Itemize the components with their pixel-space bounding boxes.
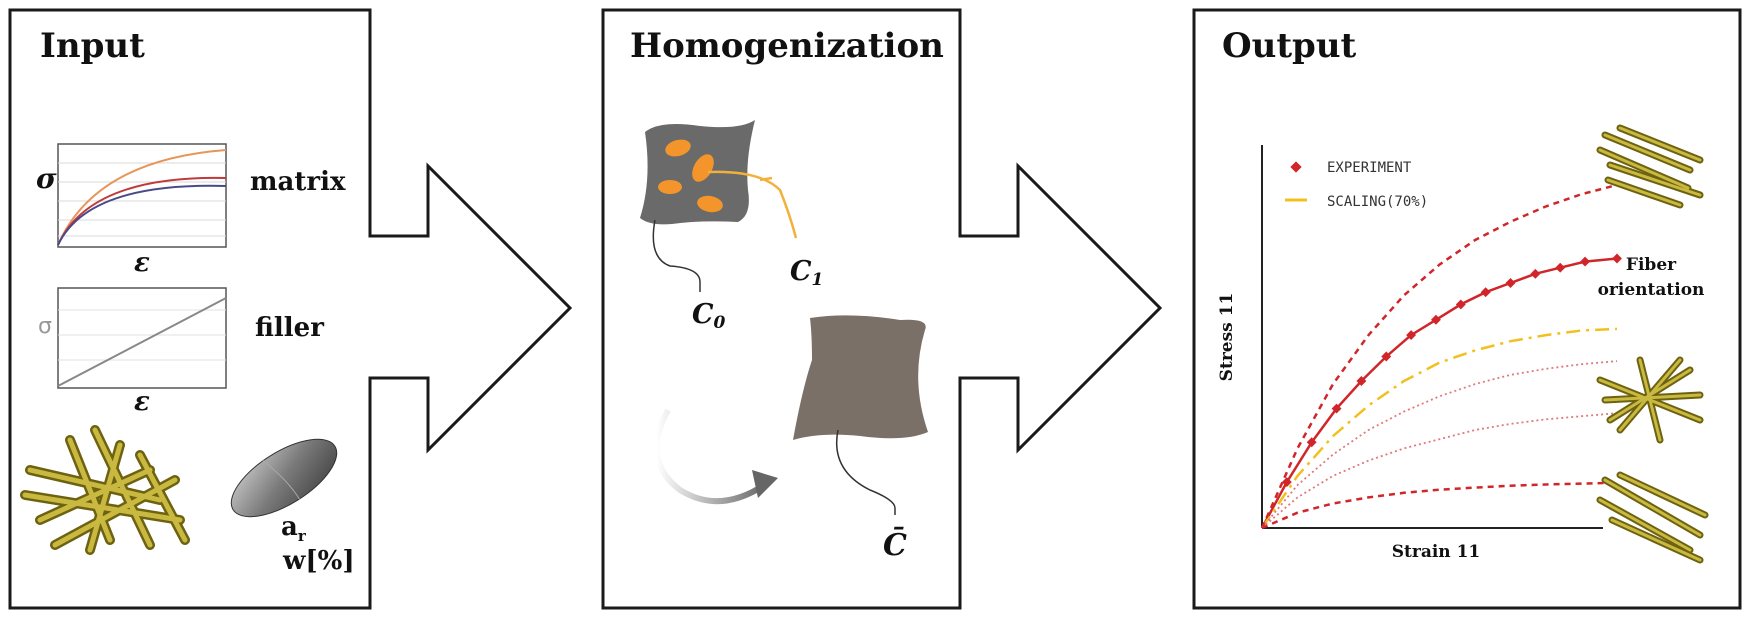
filler-label: filler bbox=[255, 313, 324, 343]
output-panel-frame bbox=[1192, 8, 1742, 610]
ellipsoid-inclusion-image bbox=[230, 438, 338, 518]
c1-symbol: C bbox=[790, 256, 812, 287]
heterogeneous-rve bbox=[640, 120, 755, 225]
series-line-2 bbox=[1260, 183, 1618, 529]
experiment-point bbox=[1281, 477, 1292, 488]
chart-legend: EXPERIMENT SCALING(70%) bbox=[1285, 160, 1428, 210]
experiment-point bbox=[1455, 299, 1466, 310]
homogeneous-rve bbox=[793, 315, 928, 440]
matrix-sigma-symbol: σ bbox=[36, 162, 57, 195]
experiment-point bbox=[1580, 256, 1590, 267]
homogenization-title: Homogenization bbox=[630, 26, 944, 66]
y-axis-label: Stress 11 bbox=[1217, 293, 1237, 382]
series-line-5 bbox=[1261, 481, 1618, 530]
c0-subscript: 0 bbox=[714, 313, 726, 333]
experiment-point bbox=[1406, 330, 1417, 341]
experiment-point bbox=[1381, 351, 1392, 362]
input-title: Input bbox=[40, 26, 145, 66]
input-panel: Input σ ε matrix σ ε filler bbox=[8, 8, 573, 610]
legend-scaling: SCALING(70%) bbox=[1327, 194, 1428, 210]
matrix-curve-orange bbox=[57, 149, 227, 246]
legend-marker-experiment bbox=[1290, 161, 1302, 173]
c0-label: C0 bbox=[692, 299, 726, 333]
series-line-4 bbox=[1261, 412, 1618, 529]
experiment-point bbox=[1331, 403, 1342, 414]
filler-linear-curve bbox=[57, 297, 227, 387]
experiment-point bbox=[1480, 287, 1491, 298]
experiment-point bbox=[1306, 437, 1317, 448]
output-panel: Output EXPERIMENT SCALING(70%) Strain 11… bbox=[1192, 8, 1742, 610]
filler-sigma-symbol: σ bbox=[38, 314, 52, 339]
experiment-point bbox=[1612, 253, 1622, 264]
series-layer bbox=[1260, 183, 1622, 530]
aligned-fiber-image-top bbox=[1596, 124, 1704, 209]
filler-stress-strain-chart bbox=[57, 287, 227, 389]
aspect-ratio-symbol: a bbox=[281, 512, 298, 542]
random-fiber-bundle-image bbox=[20, 425, 190, 555]
output-title: Output bbox=[1222, 26, 1357, 66]
filler-epsilon-symbol: ε bbox=[134, 387, 150, 417]
homogenization-panel-frame bbox=[601, 8, 1163, 610]
aligned-fiber-image-bottom bbox=[1596, 471, 1709, 564]
matrix-epsilon-symbol: ε bbox=[134, 248, 150, 278]
legend-experiment: EXPERIMENT bbox=[1327, 160, 1412, 176]
c1-label: C1 bbox=[790, 256, 823, 290]
aspect-ratio-label: ar bbox=[281, 512, 307, 545]
experiment-point bbox=[1356, 376, 1367, 386]
stress-strain-chart: EXPERIMENT SCALING(70%) Strain 11 Stress… bbox=[1217, 145, 1622, 562]
homogenization-panel: Homogenization C0 C1 C̄ bbox=[601, 8, 1163, 610]
series-line-1 bbox=[1260, 327, 1618, 529]
c1-leader-line bbox=[707, 170, 798, 239]
homogenization-curved-arrow bbox=[653, 408, 778, 505]
fiber-orientation-label-line1: Fiber bbox=[1626, 255, 1677, 275]
cbar-leader-line bbox=[836, 429, 896, 515]
matrix-label: matrix bbox=[250, 167, 346, 197]
weight-fraction-label: w[%] bbox=[282, 546, 355, 576]
experiment-point bbox=[1555, 262, 1566, 273]
aspect-ratio-subscript: r bbox=[298, 527, 307, 545]
experiment-point bbox=[1505, 278, 1516, 288]
c0-leader-line bbox=[652, 219, 701, 292]
matrix-curve-blue bbox=[57, 184, 227, 246]
fiber-orientation-label-line2: orientation bbox=[1598, 280, 1705, 300]
matrix-stress-strain-chart bbox=[57, 143, 227, 248]
series-line-3 bbox=[1261, 360, 1618, 529]
experiment-point bbox=[1530, 268, 1541, 279]
experiment-point bbox=[1431, 314, 1441, 325]
random-fiber-image-output bbox=[1596, 356, 1704, 444]
x-axis-label: Strain 11 bbox=[1392, 542, 1481, 562]
c0-symbol: C bbox=[692, 299, 714, 330]
c1-subscript: 1 bbox=[812, 270, 824, 290]
cbar-label: C̄ bbox=[883, 527, 907, 563]
